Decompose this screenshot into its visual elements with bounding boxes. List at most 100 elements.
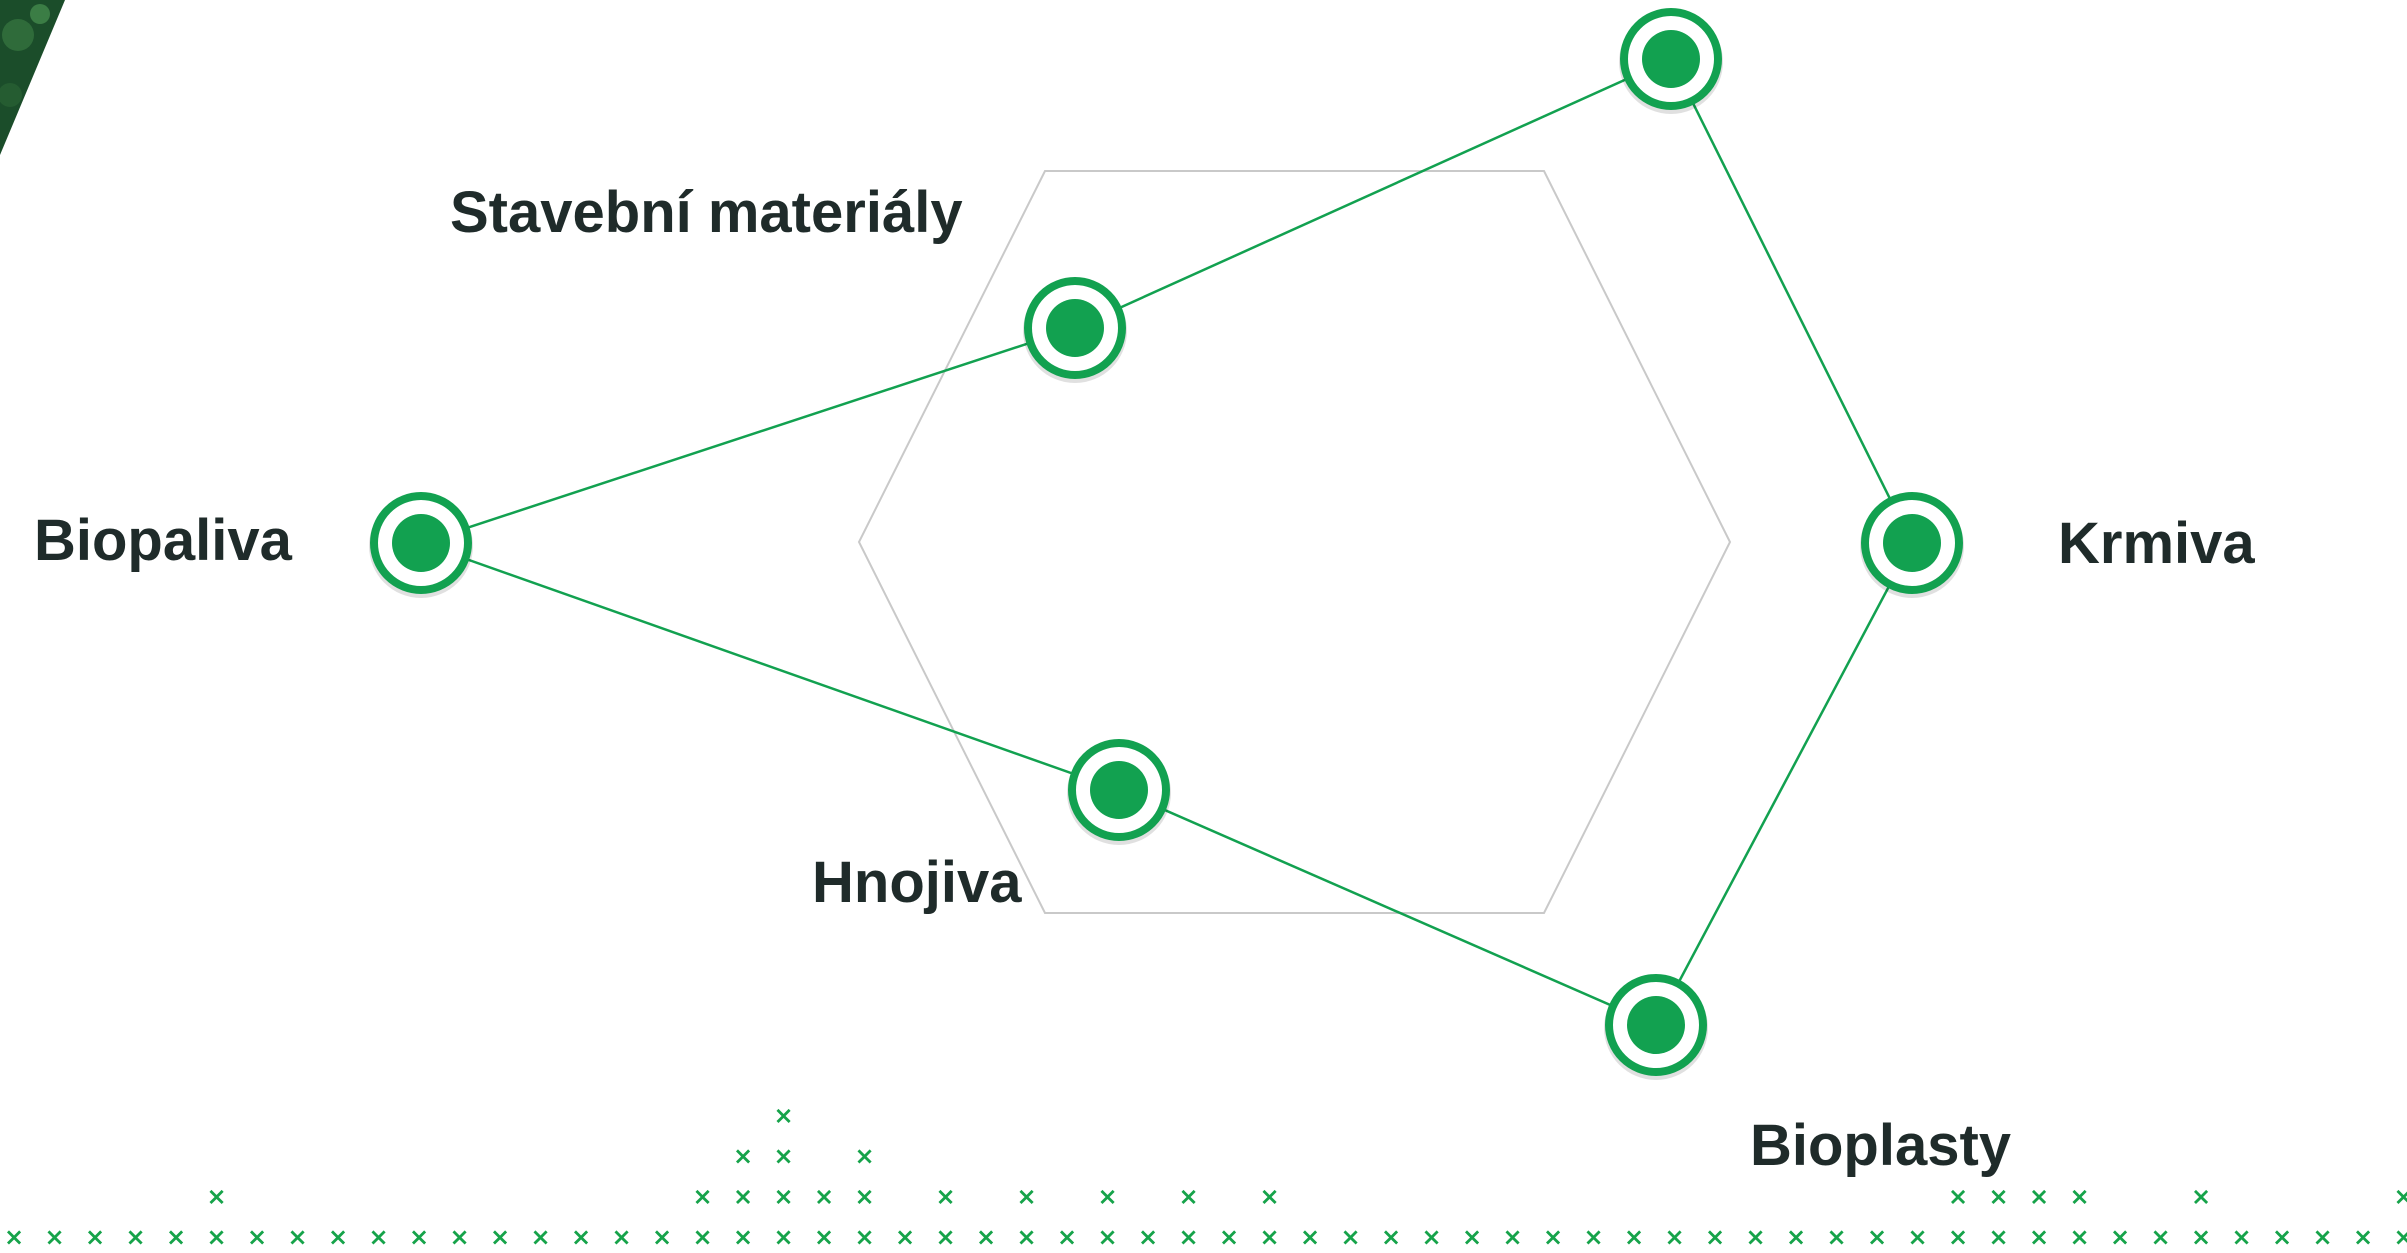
cross-icon: × (1502, 1223, 1522, 1251)
cross-icon: × (2110, 1223, 2130, 1251)
cross-icon: × (692, 1223, 712, 1251)
cross-icon: × (854, 1142, 874, 1170)
cross-icon: × (854, 1223, 874, 1251)
cross-icon: × (2353, 1223, 2373, 1251)
cross-icon: × (2312, 1223, 2332, 1251)
cross-icon: × (247, 1223, 267, 1251)
nodes (369, 8, 1964, 1080)
cross-icon: × (206, 1223, 226, 1251)
cross-icon: × (1786, 1223, 1806, 1251)
cross-icon: × (1178, 1223, 1198, 1251)
label-stavebni-materialy: Stavební materiály (450, 180, 963, 245)
cross-icon: × (2150, 1223, 2170, 1251)
label-hnojiva: Hnojiva (812, 850, 1022, 915)
node-bioplasty (1604, 974, 1708, 1080)
cross-icon: × (409, 1223, 429, 1251)
cross-icon: × (854, 1183, 874, 1211)
cross-icon: × (1907, 1223, 1927, 1251)
cross-icon: × (328, 1223, 348, 1251)
node-dot (1090, 761, 1148, 819)
cross-icon: × (935, 1183, 955, 1211)
cross-icon: × (814, 1183, 834, 1211)
link-top-krmiva (1669, 58, 1914, 544)
cross-icon: × (449, 1223, 469, 1251)
cross-icon: × (692, 1183, 712, 1211)
cross-icon: × (1462, 1223, 1482, 1251)
node-dot (1642, 30, 1700, 88)
cross-icon: × (733, 1183, 753, 1211)
forest-corner-image (0, 0, 65, 155)
cross-icon: × (2191, 1223, 2211, 1251)
cross-icon: × (530, 1223, 550, 1251)
node-dot (392, 514, 450, 572)
node-dot (1883, 514, 1941, 572)
cross-icon: × (2272, 1223, 2292, 1251)
cross-icon: × (1988, 1223, 2008, 1251)
cross-icon: × (1097, 1223, 1117, 1251)
label-krmiva: Krmiva (2058, 511, 2255, 576)
cross-icon: × (571, 1223, 591, 1251)
cross-icon: × (1624, 1223, 1644, 1251)
cross-icon: × (1057, 1223, 1077, 1251)
cross-icon: × (895, 1223, 915, 1251)
link-bioplasty-hnojiva (1118, 788, 1657, 1027)
cross-icon: × (1543, 1223, 1563, 1251)
cross-icon: × (1705, 1223, 1725, 1251)
cross-icon: × (773, 1102, 793, 1130)
cross-icon: × (652, 1223, 672, 1251)
cross-icon: × (1988, 1183, 2008, 1211)
cross-icon: × (1664, 1223, 1684, 1251)
cross-icon: × (166, 1223, 186, 1251)
cross-icon: × (733, 1142, 753, 1170)
cross-icon: × (1948, 1183, 1968, 1211)
cross-icon: × (773, 1223, 793, 1251)
cross-icon: × (1138, 1223, 1158, 1251)
connection-lines (420, 57, 1914, 1027)
link-biopaliva-stavebni (420, 326, 1076, 545)
link-hnojiva-biopaliva (420, 541, 1120, 792)
cross-icon: × (1867, 1223, 1887, 1251)
label-biopaliva: Biopaliva (34, 508, 293, 573)
cross-icon: × (2231, 1223, 2251, 1251)
cross-icon: × (368, 1223, 388, 1251)
cross-icon: × (814, 1223, 834, 1251)
hexagon-outline (857, 170, 1732, 914)
cross-icon: × (1300, 1223, 1320, 1251)
cross-icon: × (733, 1223, 753, 1251)
node-dot (1627, 996, 1685, 1054)
node-biopaliva (369, 492, 473, 598)
cross-icon: × (1097, 1183, 1117, 1211)
cross-icon: × (611, 1223, 631, 1251)
cross-icon: × (773, 1183, 793, 1211)
cross-icon: × (44, 1223, 64, 1251)
node-stavebni (1023, 277, 1127, 383)
cross-icon: × (1219, 1223, 1239, 1251)
cross-icon: × (206, 1183, 226, 1211)
cross-icon: × (1948, 1223, 1968, 1251)
link-stavebni-top (1074, 57, 1672, 330)
cross-icon: × (1340, 1223, 1360, 1251)
cross-icon: × (2069, 1223, 2089, 1251)
cross-icon: × (2069, 1183, 2089, 1211)
cross-icon: × (1381, 1223, 1401, 1251)
cross-pattern: × × × × × × × × × × × × × × × × × × × × × × × × × × × × × × × × × × × × × × × ×… (4, 1102, 2407, 1252)
cross-icon: × (490, 1223, 510, 1251)
cross-icon: × (2393, 1183, 2407, 1211)
cross-icon: × (1178, 1183, 1198, 1211)
cross-icon: × (976, 1223, 996, 1251)
link-krmiva-bioplasty (1654, 542, 1914, 1026)
cross-icon: × (1583, 1223, 1603, 1251)
cross-icon: × (2029, 1223, 2049, 1251)
cross-icon: × (2191, 1183, 2211, 1211)
label-bioplasty: Bioplasty (1750, 1113, 2011, 1178)
cross-icon: × (935, 1223, 955, 1251)
node-hnojiva (1067, 739, 1171, 845)
cross-icon: × (125, 1223, 145, 1251)
cross-icon: × (2393, 1223, 2407, 1251)
cross-icon: × (85, 1223, 105, 1251)
cross-icon: × (287, 1223, 307, 1251)
cross-icon: × (1259, 1183, 1279, 1211)
cross-icon: × (1745, 1223, 1765, 1251)
cross-icon: × (1016, 1223, 1036, 1251)
